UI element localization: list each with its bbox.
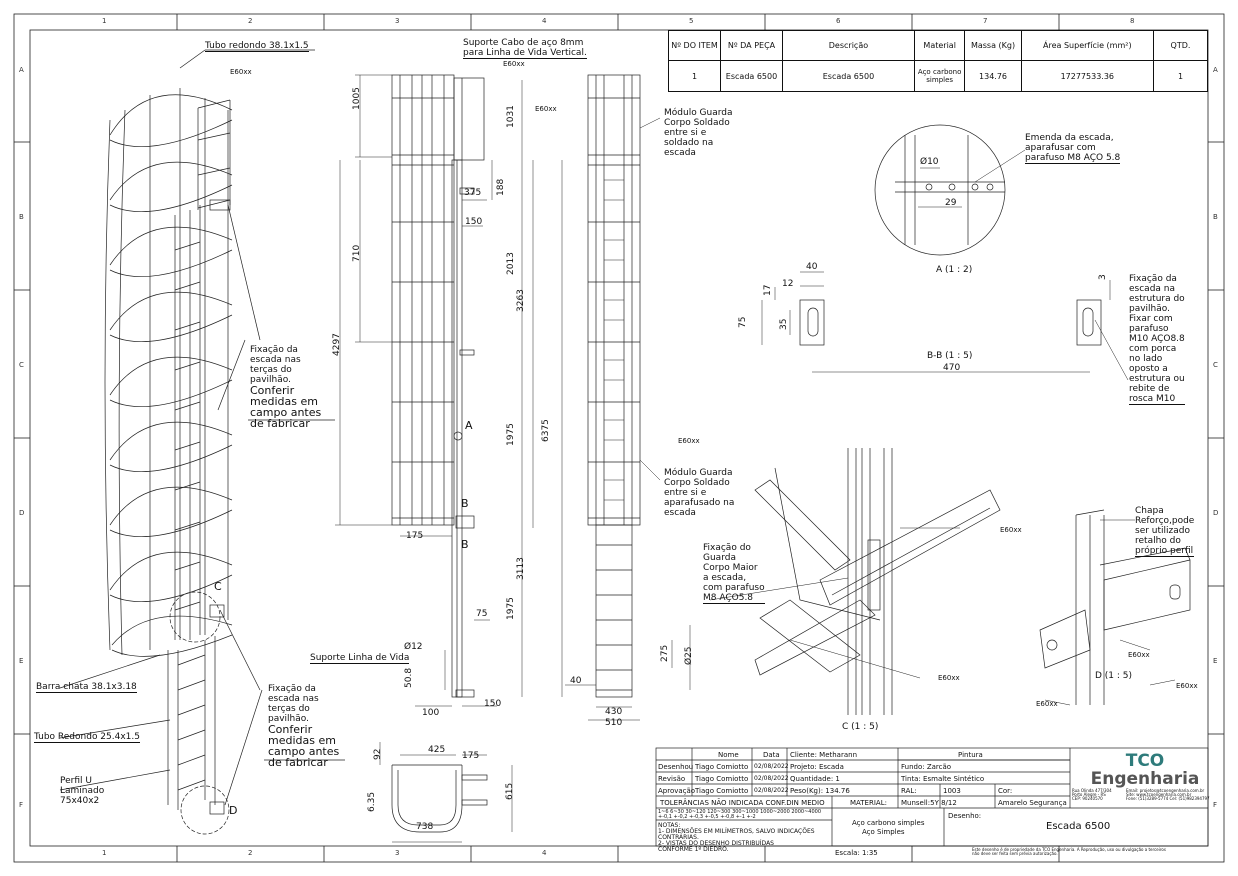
notes-block: NOTAS: 1- DIMENSÕES EM MILÍMETROS, SALVO… — [658, 822, 815, 853]
cage-hoops — [109, 94, 233, 657]
detail-d-caption: D (1 : 5) — [1095, 671, 1133, 681]
company-address: Rua Olinda 477/304 Porto Alegre - RS CEP… — [1072, 788, 1112, 801]
company-logo: TCO Engenharia — [1090, 751, 1200, 789]
perfil-u-note: Perfil U Laminado 75x40x2 — [60, 776, 105, 806]
fixacao-bb-note: Fixação da escada na estrutura do pavilh… — [1129, 274, 1185, 405]
side-elevation-view — [335, 74, 563, 707]
suporte-cabo-note: Suporte Cabo de aço 8mm para Linha de Vi… — [463, 38, 587, 59]
grid-ticks — [14, 14, 1224, 862]
fixacao-bottom-note: Fixação da escada nas terças do pavilhão… — [268, 684, 340, 769]
detail-a-view — [874, 124, 1026, 256]
section-b-callout-bottom: B — [461, 538, 469, 551]
tubo-redondo-bottom-label: Tubo Redondo 25.4x1.5 — [34, 732, 140, 743]
isometric-ladder-view — [59, 49, 345, 835]
ladder-rungs — [177, 654, 206, 791]
fixacao-guarda-note: Fixação do Guarda Corpo Maior a escada, … — [703, 543, 765, 604]
chapa-reforco-note: Chapa Reforço,pode ser utilizado retalho… — [1135, 506, 1195, 557]
tubo-redondo-top-label: Tubo redondo 38.1x1.5 — [205, 41, 309, 52]
drawing-name: Escada 6500 — [1046, 821, 1111, 832]
barra-chata-label: Barra chata 38.1x3.18 — [36, 682, 137, 693]
modulo-guarda-soldado-note: Módulo Guarda Corpo Soldado entre si e s… — [664, 108, 733, 158]
detail-c-callout: C — [214, 580, 222, 593]
detail-d-callout: D — [229, 804, 238, 817]
detail-a-caption: A (1 : 2) — [936, 265, 973, 275]
company-contact: Email: projetos@tcoengenharia.com.br Sit… — [1126, 788, 1210, 801]
emenda-note: Emenda da escada, aparafusar com parafus… — [1025, 133, 1121, 164]
section-a-callout: A — [465, 419, 473, 432]
disclaimer: Este desenho é de propriedade da TCO Eng… — [972, 847, 1166, 856]
title-block — [655, 747, 1209, 847]
weld-symbol-label: E60xx — [230, 68, 252, 76]
front-elevation-view — [565, 74, 691, 721]
bom-header-row: Nº DO ITEM Nº DA PEÇA Descrição Material… — [667, 30, 1209, 61]
detail-c-caption: C (1 : 5) — [842, 722, 879, 732]
section-bb-caption: B-B (1 : 5) — [927, 351, 973, 361]
tolerance-table: 1~6 6~30 30~120 120~300 300~1000 1000~20… — [658, 809, 821, 820]
bill-of-materials-table: Nº DO ITEM Nº DA PEÇA Descrição Material… — [667, 30, 1209, 92]
bom-data-row: 1 Escada 6500 Escada 6500 Aço carbono si… — [667, 60, 1209, 92]
detail-c-view — [709, 448, 1001, 715]
section-b-callout-top: B — [461, 497, 469, 510]
fixacao-top-note: Fixação da escada nas terças do pavilhão… — [250, 345, 322, 430]
section-bb-view — [761, 271, 1129, 381]
top-view — [379, 742, 513, 843]
suporte-linha-label: Suporte Linha de Vida — [310, 653, 410, 664]
modulo-guarda-aparafusado-note: Módulo Guarda Corpo Soldado entre si e a… — [664, 468, 735, 518]
